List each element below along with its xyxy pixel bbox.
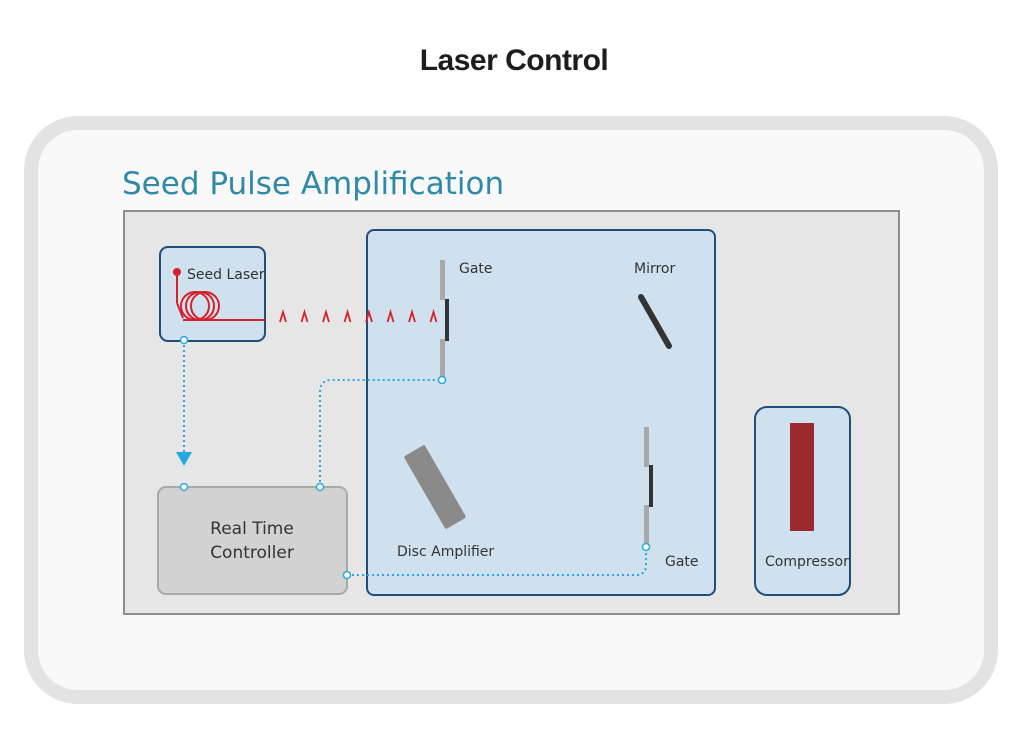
gate-top-lower-plate: [440, 339, 445, 379]
gate-top-upper-plate: [440, 260, 445, 300]
mirror-icon: [638, 294, 672, 349]
signal-controller-to-gate-bottom: [347, 547, 647, 576]
connector-dot: [179, 335, 189, 345]
signal-controller-to-gate-top: [319, 379, 442, 487]
signal-connectors: [179, 335, 651, 580]
disc-amplifier-label: Disc Amplifier: [397, 544, 494, 560]
disc-amplifier-icon: [404, 445, 466, 529]
seed-laser: Seed Laser: [159, 246, 266, 342]
real-time-controller: Real Time Controller: [157, 486, 348, 595]
compressor-label: Compressor: [765, 554, 849, 570]
mirror-label: Mirror: [634, 261, 675, 277]
connector-dot: [179, 482, 189, 492]
gate-top: Gate: [440, 260, 493, 379]
controller-label-line2: Controller: [210, 543, 294, 563]
gate-top-crystal: [445, 299, 449, 341]
laser-source-dot: [173, 268, 181, 276]
gate-bottom-crystal: [649, 465, 653, 507]
connector-dot: [342, 570, 352, 580]
fiber-coil-icon: [176, 273, 265, 321]
connector-dot: [315, 482, 325, 492]
laser-pulse: [300, 308, 309, 323]
seed-laser-label: Seed Laser: [187, 267, 265, 283]
signal-lines: [183, 340, 647, 576]
compressor-bar: [790, 423, 814, 531]
gate-bottom-label: Gate: [665, 554, 699, 570]
gate-bottom-upper-plate: [644, 427, 649, 467]
gate-bottom: Gate: [644, 427, 699, 570]
compressor: Compressor: [754, 406, 851, 596]
diagram-title: Seed Pulse Amplification: [122, 166, 504, 202]
gate-top-label: Gate: [459, 261, 493, 277]
connector-dot: [437, 375, 447, 385]
laser-pulse: [429, 308, 438, 323]
laser-pulse: [279, 308, 287, 323]
laser-pulse: [408, 308, 416, 323]
amplifier-cavity: [366, 229, 716, 596]
controller-box: [157, 486, 348, 595]
connector-dot: [641, 542, 651, 552]
laser-pulse: [386, 308, 395, 323]
laser-pulse: [365, 308, 373, 323]
controller-label-line1: Real Time: [210, 519, 294, 539]
mirror: Mirror: [634, 261, 675, 349]
laser-pulse: [343, 308, 352, 323]
disc-amplifier: Disc Amplifier: [397, 445, 494, 560]
laser-pulse: [322, 308, 330, 323]
laser-pulse-train: [279, 308, 438, 323]
page-title: Laser Control: [419, 44, 609, 77]
signal-arrow-icon: [176, 452, 192, 466]
gate-bottom-lower-plate: [644, 505, 649, 545]
